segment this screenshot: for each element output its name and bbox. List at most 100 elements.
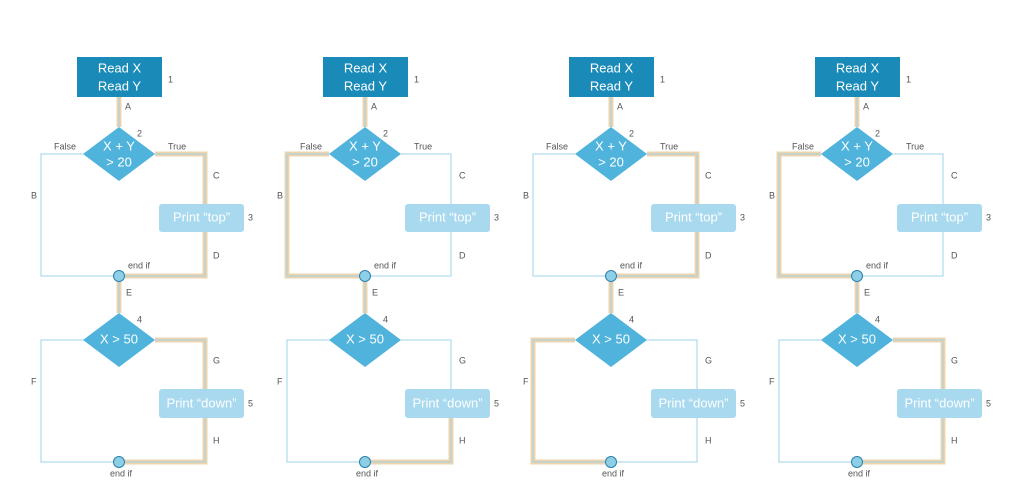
path-highlight-C [647, 151, 700, 204]
node-number-3: 3 [740, 212, 745, 222]
print-down-box [897, 389, 982, 418]
edge-label-E: E [864, 287, 870, 297]
print-down-box [159, 389, 244, 418]
print-top-text: Print “top” [173, 209, 230, 224]
edge-F [778, 339, 851, 463]
end-if-junction-2 [605, 456, 617, 468]
end-if-label-1: end if [374, 260, 397, 270]
end-if-label-2: end if [356, 468, 379, 478]
condition-diamond-2 [329, 313, 401, 367]
edge-B [286, 153, 359, 277]
edge-label-H: H [705, 435, 712, 445]
edge-label-E: E [372, 287, 378, 297]
condition-diamond-1 [821, 127, 893, 181]
edge-label-D: D [213, 250, 220, 260]
print-down-text: Print “down” [904, 395, 974, 410]
node-number-1: 1 [414, 74, 419, 84]
edge-label-C: C [705, 170, 712, 180]
edge-label-D: D [459, 250, 466, 260]
node-number-4: 4 [629, 314, 634, 324]
edge-label-E: E [126, 287, 132, 297]
edge-label-F: F [523, 376, 529, 386]
read-box [323, 57, 408, 97]
print-top-box [651, 204, 736, 232]
print-down-text: Print “down” [412, 395, 482, 410]
end-if-junction-1 [113, 270, 125, 282]
node-number-4: 4 [875, 314, 880, 324]
node-number-2: 2 [875, 128, 880, 138]
print-down-text: Print “down” [658, 395, 728, 410]
edge-C [155, 153, 206, 204]
edge-label-H: H [213, 435, 220, 445]
node-number-3: 3 [494, 212, 499, 222]
read-y-text: Read Y [344, 78, 387, 93]
print-down-box [405, 389, 490, 418]
edge-F [286, 339, 359, 463]
edge-label-H: H [951, 435, 958, 445]
read-y-text: Read Y [98, 78, 141, 93]
read-box [77, 57, 162, 97]
end-if-label-1: end if [620, 260, 643, 270]
edge-label-G: G [213, 355, 220, 365]
edge-F [532, 339, 605, 463]
edge-H [371, 418, 452, 463]
condition-1-line1: X + Y [595, 138, 627, 153]
false-label: False [300, 141, 322, 151]
node-number-2: 2 [383, 128, 388, 138]
condition-diamond-1 [83, 127, 155, 181]
condition-1-line2: > 20 [106, 154, 132, 169]
node-number-3: 3 [248, 212, 253, 222]
true-label: True [414, 141, 432, 151]
node-number-1: 1 [906, 74, 911, 84]
condition-diamond-2 [83, 313, 155, 367]
print-down-box [651, 389, 736, 418]
edge-label-E: E [618, 287, 624, 297]
end-if-junction-1 [851, 270, 863, 282]
edge-D [863, 232, 944, 277]
condition-1-line1: X + Y [841, 138, 873, 153]
edge-G [155, 339, 206, 389]
print-top-text: Print “top” [419, 209, 476, 224]
print-top-text: Print “top” [665, 209, 722, 224]
end-if-label-2: end if [110, 468, 133, 478]
condition-1-line2: > 20 [352, 154, 378, 169]
path-highlight-H [371, 418, 454, 465]
edge-label-H: H [459, 435, 466, 445]
edge-F [40, 339, 113, 463]
edge-label-B: B [31, 190, 37, 200]
edge-label-C: C [951, 170, 958, 180]
condition-diamond-2 [575, 313, 647, 367]
edge-G [893, 339, 944, 389]
true-label: True [660, 141, 678, 151]
edge-G [647, 339, 698, 389]
edge-label-C: C [459, 170, 466, 180]
condition-2-text: X > 50 [346, 331, 384, 346]
edge-H [617, 418, 698, 463]
read-x-text: Read X [590, 60, 634, 75]
read-y-text: Read Y [836, 78, 879, 93]
edge-H [863, 418, 944, 463]
edge-C [893, 153, 944, 204]
read-box [815, 57, 900, 97]
end-if-label-2: end if [848, 468, 871, 478]
edge-label-F: F [769, 376, 775, 386]
edge-C [647, 153, 698, 204]
condition-1-line2: > 20 [598, 154, 624, 169]
edge-label-A: A [863, 101, 869, 111]
path-highlight-F [530, 337, 605, 465]
read-x-text: Read X [344, 60, 388, 75]
path-highlight-B [284, 151, 359, 279]
edge-H [125, 418, 206, 463]
node-number-4: 4 [137, 314, 142, 324]
read-y-text: Read Y [590, 78, 633, 93]
edge-B [40, 153, 113, 277]
edge-label-A: A [371, 101, 377, 111]
false-label: False [792, 141, 814, 151]
condition-1-line2: > 20 [844, 154, 870, 169]
condition-1-line1: X + Y [103, 138, 135, 153]
edge-B [778, 153, 851, 277]
condition-diamond-1 [575, 127, 647, 181]
